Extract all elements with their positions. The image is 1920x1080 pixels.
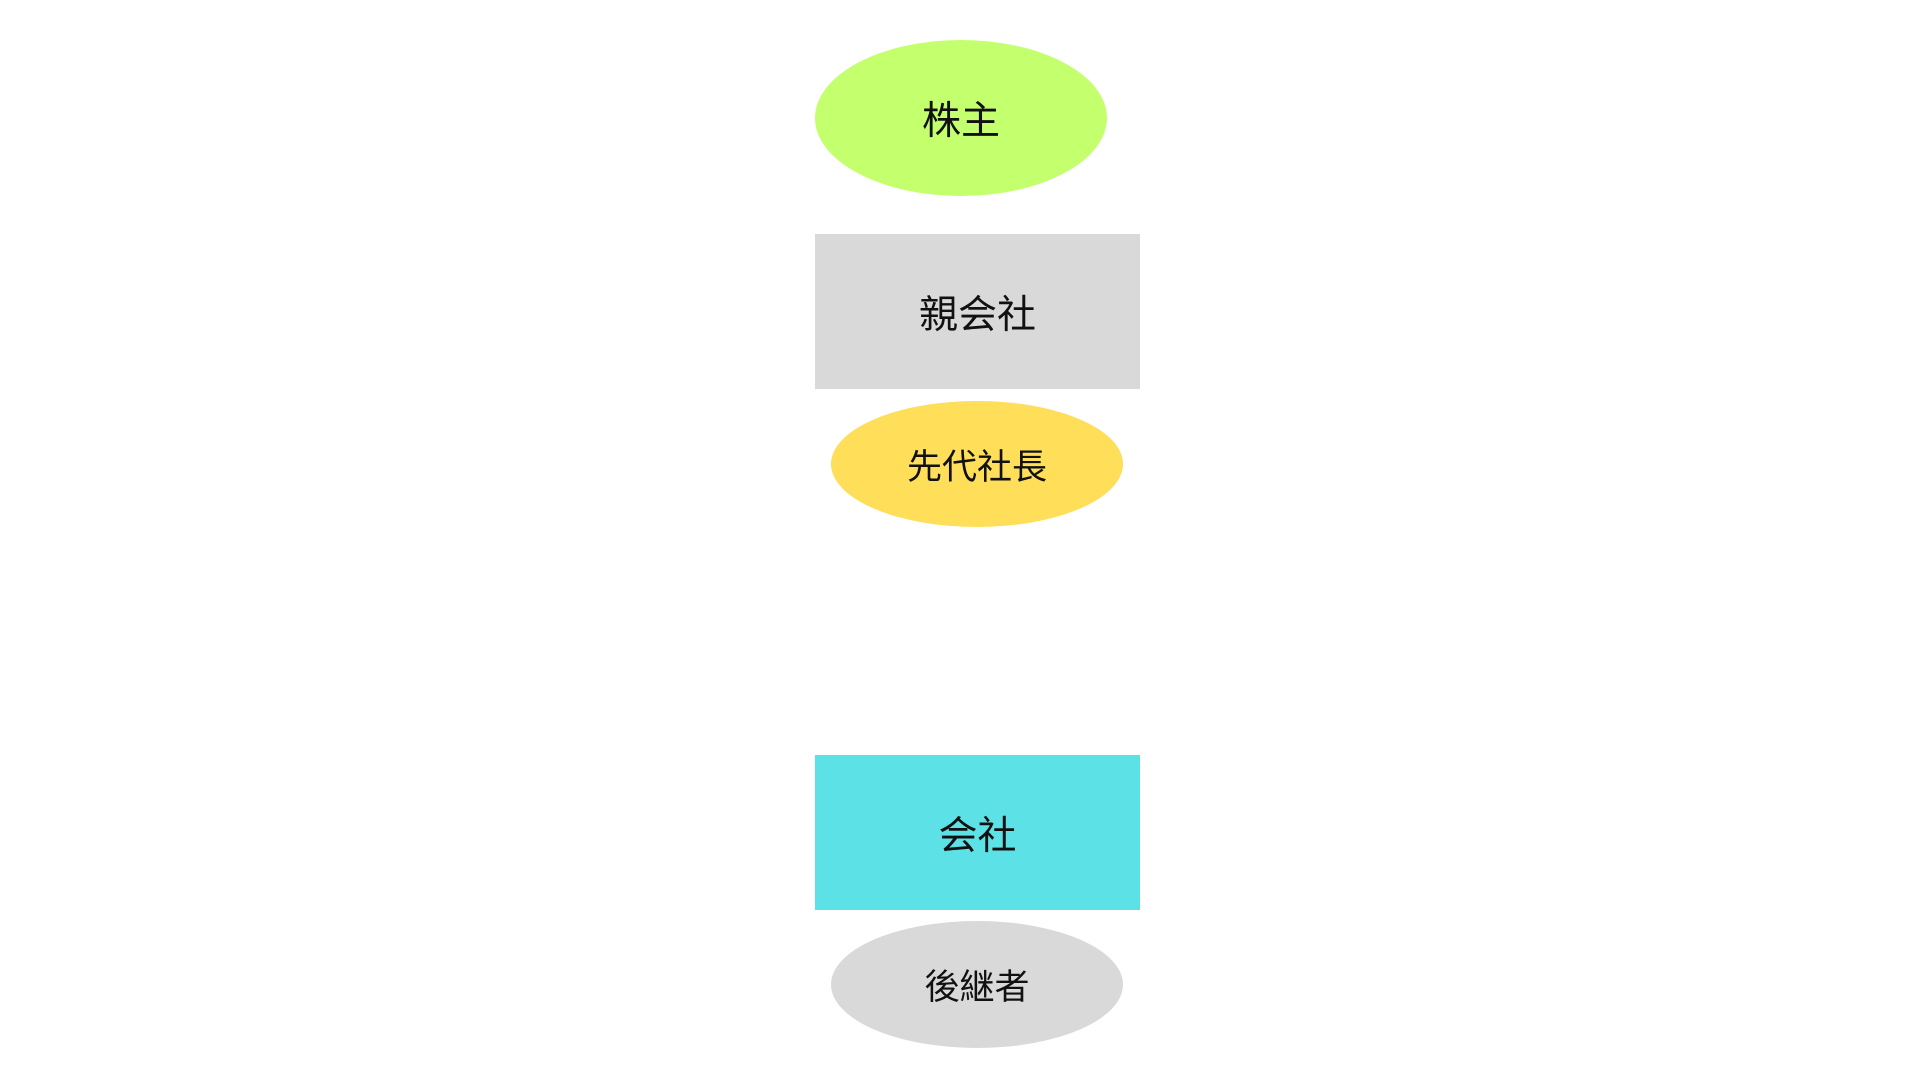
company-node: 会社 — [815, 755, 1140, 910]
successor-node: 後継者 — [831, 921, 1123, 1048]
previous-president-node: 先代社長 — [831, 401, 1123, 527]
parent-company-node: 親会社 — [815, 234, 1140, 389]
shareholder-node: 株主 — [815, 40, 1107, 196]
shareholder-label: 株主 — [921, 99, 1000, 144]
successor-label: 後継者 — [924, 968, 1030, 1008]
company-label: 会社 — [938, 813, 1017, 859]
parent-company-label: 親会社 — [918, 292, 1036, 338]
previous-president-label: 先代社長 — [906, 447, 1047, 488]
